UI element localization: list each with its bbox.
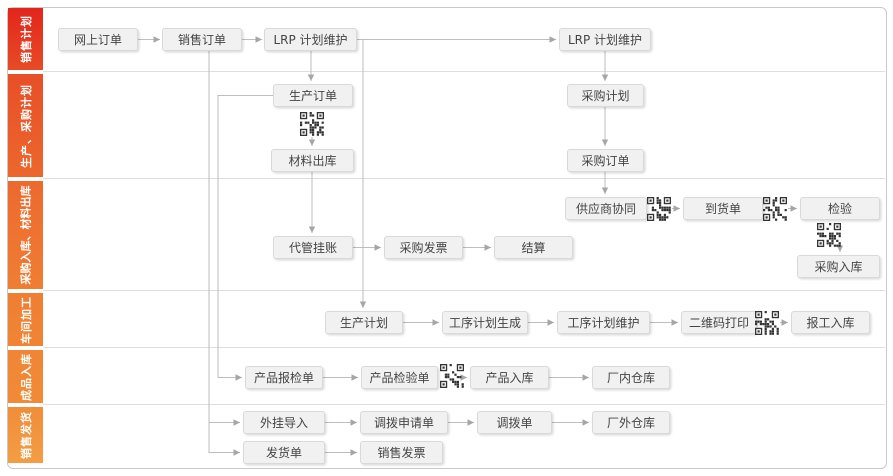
node-product-inspect-sheet: 产品检验单: [361, 366, 438, 389]
node-lrp-plan-maintain-1: LRP 计划维护: [264, 28, 357, 51]
qr-code-icon: [647, 197, 671, 221]
node-lrp-plan-maintain-2: LRP 计划维护: [559, 28, 651, 51]
band-divider: [43, 404, 885, 405]
node-purchase-order: 采购订单: [567, 149, 644, 172]
sidebar-group-label: 生产、采购计划: [19, 83, 33, 168]
node-purchase-receipt: 采购入库: [797, 255, 880, 278]
sidebar-group-label: 车间加工: [19, 295, 33, 344]
band-divider: [43, 347, 885, 348]
node-product-inspect-request: 产品报检单: [245, 366, 323, 389]
qr-code-icon: [440, 364, 464, 388]
sidebar-group-label: 成品入库: [19, 352, 33, 401]
sidebar-group-workshop: 车间加工: [8, 293, 43, 346]
sidebar-group-finished-goods-in: 成品入库: [8, 350, 43, 403]
node-production-plan: 生产计划: [325, 311, 403, 334]
sidebar-group-purchase-in-material-out: 采购入库、材料出库: [8, 181, 43, 289]
qr-code-icon: [817, 223, 841, 247]
band-divider: [43, 71, 885, 72]
band-divider: [43, 290, 885, 291]
node-process-plan-maintain: 工序计划维护: [557, 311, 650, 334]
node-external-import: 外挂导入: [243, 411, 325, 434]
qr-code-icon: [763, 197, 787, 221]
node-transfer-order: 调拨单: [477, 411, 552, 434]
band-divider: [43, 178, 885, 179]
node-settlement: 结算: [494, 236, 573, 259]
node-arrival-note: 到货单: [683, 197, 763, 220]
node-external-warehouse: 厂外仓库: [592, 411, 670, 434]
node-delivery-note: 发货单: [243, 441, 325, 464]
node-material-issue: 材料出库: [271, 149, 354, 172]
node-purchase-plan: 采购计划: [567, 84, 644, 107]
node-supplier-collaboration: 供应商协同: [565, 197, 647, 220]
node-factory-warehouse: 厂内仓库: [592, 366, 670, 389]
sidebar-group-label: 采购入库、材料出库: [19, 185, 33, 285]
node-process-plan-generate: 工序计划生成: [442, 311, 528, 334]
node-online-order: 网上订单: [58, 28, 138, 51]
node-work-report-receipt: 报工入库: [791, 311, 870, 334]
node-purchase-invoice: 采购发票: [384, 236, 463, 259]
node-sales-order: 销售订单: [162, 28, 242, 51]
node-transfer-request: 调拨申请单: [360, 411, 448, 434]
node-consignment-account: 代管挂账: [273, 236, 353, 259]
sidebar-group-sales-shipping: 销售发货: [8, 407, 43, 463]
node-production-order: 生产订单: [273, 84, 353, 107]
qr-code-icon: [755, 311, 779, 335]
sidebar-group-production-purchase-plan: 生产、采购计划: [8, 74, 43, 177]
node-product-receipt: 产品入库: [470, 366, 549, 389]
sidebar-group-label: 销售发货: [19, 411, 33, 459]
sidebar-group-label: 销售计划: [19, 15, 33, 63]
node-inspection: 检验: [800, 197, 880, 220]
sidebar-group-sales-plan: 销售计划: [8, 8, 43, 70]
node-qrcode-print: 二维码打印: [681, 311, 757, 334]
qr-code-icon: [300, 112, 324, 136]
node-sales-invoice: 销售发票: [360, 441, 443, 464]
